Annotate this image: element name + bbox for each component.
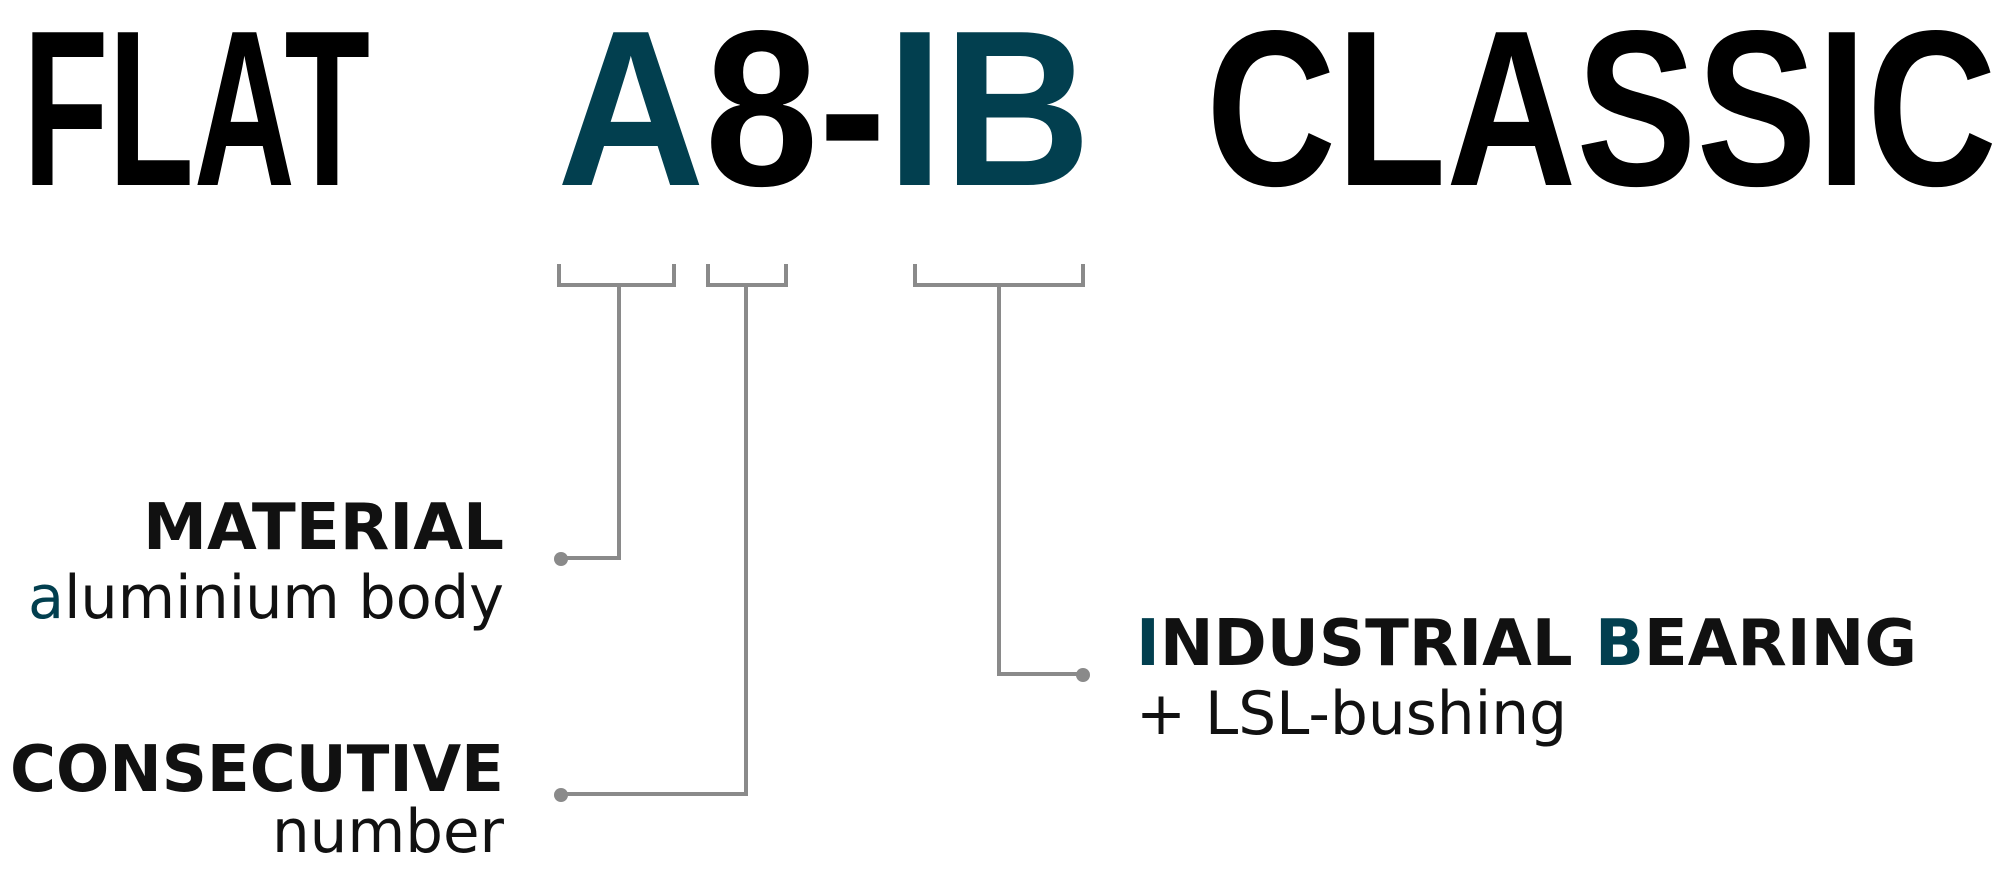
material-accent-letter: a bbox=[28, 563, 64, 633]
code-number: 8 bbox=[705, 0, 819, 233]
consecutive-connector bbox=[554, 264, 788, 802]
title-word-flat: FLAT bbox=[23, 0, 370, 233]
bearing-heading-industrial: NDUSTRIAL bbox=[1160, 607, 1595, 681]
consecutive-heading: CONSECUTIVE bbox=[10, 733, 504, 807]
bearing-description: + LSL-bushing bbox=[1136, 679, 1567, 749]
title-word-classic: CLASSIC bbox=[1206, 0, 1997, 233]
bearing-connector bbox=[913, 264, 1090, 682]
material-description-rest: luminium body bbox=[64, 563, 504, 633]
material-description: aluminium body bbox=[28, 563, 504, 633]
code-bearing-letters: IB bbox=[887, 0, 1091, 233]
consecutive-description: number bbox=[272, 797, 504, 867]
material-connector bbox=[554, 264, 676, 566]
code-material-letter: A bbox=[557, 0, 705, 233]
title-code: A8-IB bbox=[557, 0, 1091, 233]
bearing-accent-b: B bbox=[1595, 607, 1644, 681]
bearing-accent-i: I bbox=[1136, 607, 1160, 681]
code-dash: - bbox=[818, 0, 886, 233]
bearing-heading: INDUSTRIAL BEARING bbox=[1136, 607, 1917, 681]
bearing-heading-bearing: EARING bbox=[1644, 607, 1917, 681]
material-heading: MATERIAL bbox=[143, 491, 504, 565]
